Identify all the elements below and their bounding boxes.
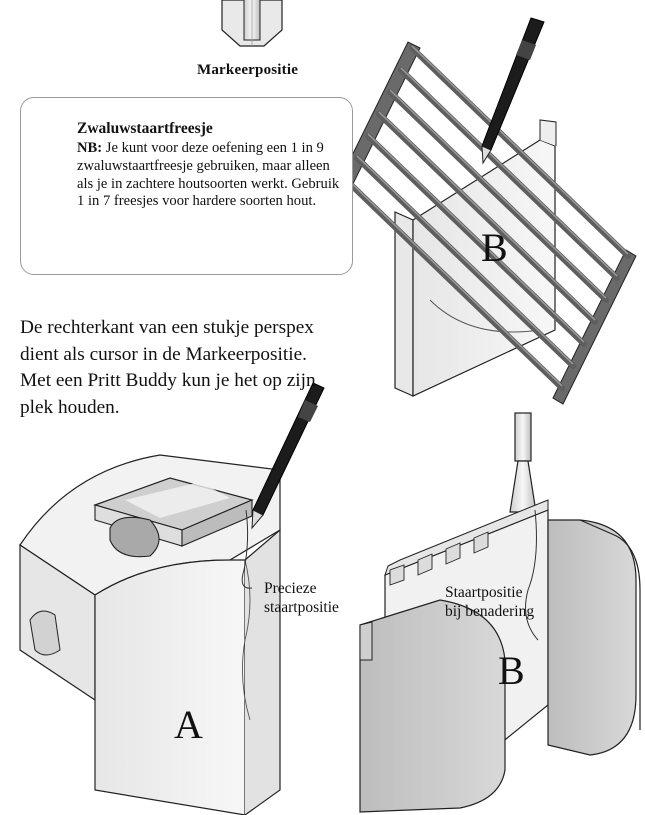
part-label-a: A [174, 702, 203, 747]
approx-tail-label: Staartpositie bij benadering [445, 583, 534, 621]
precise-tail-line1: Precieze [264, 580, 317, 597]
instruction-paragraph: De rechterkant van een stukje perspex di… [20, 317, 316, 418]
precise-tail-line2: staartpositie [264, 599, 339, 616]
router-bit-note-box: Zwaluwstaartfreesje NB: Je kunt voor dez… [20, 97, 353, 275]
note-body: NB: Je kunt voor deze oefening een 1 in … [77, 140, 347, 211]
approx-tail-line1: Staartpositie [445, 584, 523, 601]
top-right-assembly [334, 41, 637, 405]
note-body-text: Je kunt voor deze oefening een 1 in 9 zw… [77, 140, 340, 210]
part-label-bottom-b: B [498, 648, 525, 693]
precise-tail-label: Precieze staartpositie [264, 579, 339, 617]
marking-position-caption: Markeerpositie [197, 62, 299, 78]
pen-icon [251, 382, 325, 530]
note-nb-label: NB: [77, 140, 103, 156]
marking-position-fragment [221, 0, 283, 47]
pen-icon [481, 17, 545, 165]
part-label-top-b: B [481, 225, 508, 270]
bottom-right-assembly [359, 412, 641, 813]
bottom-left-assembly [19, 454, 281, 815]
note-title: Zwaluwstaartfreesje [77, 120, 213, 137]
approx-tail-line2: bij benadering [445, 603, 535, 620]
